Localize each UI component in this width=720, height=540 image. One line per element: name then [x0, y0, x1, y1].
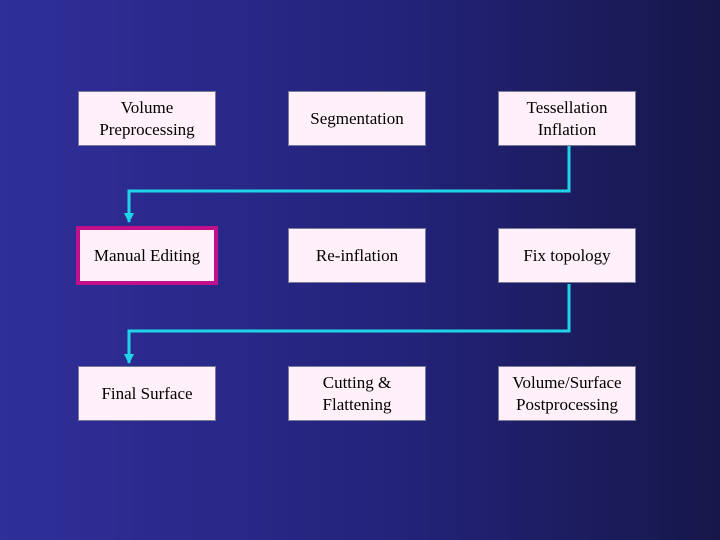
connector-tessellation-to-manual-editing	[124, 146, 571, 223]
node-final-surface: Final Surface	[78, 366, 216, 421]
node-volume-surface-postprocessing: Volume/Surface Postprocessing	[498, 366, 636, 421]
node-fix-topology: Fix topology	[498, 228, 636, 283]
node-manual-editing: Manual Editing	[76, 226, 218, 285]
node-cutting-flattening: Cutting & Flattening	[288, 366, 426, 421]
node-segmentation: Segmentation	[288, 91, 426, 146]
node-re-inflation: Re-inflation	[288, 228, 426, 283]
connector-fix-topology-to-final-surface	[124, 284, 571, 364]
node-tessellation-inflation: Tessellation Inflation	[498, 91, 636, 146]
node-volume-preprocessing: Volume Preprocessing	[78, 91, 216, 146]
